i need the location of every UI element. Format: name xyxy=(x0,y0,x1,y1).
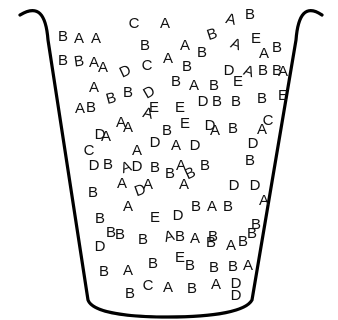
letter-c: C xyxy=(142,57,153,74)
letter-a: A xyxy=(211,276,221,293)
letter-a: A xyxy=(123,262,133,279)
letter-b: B xyxy=(258,62,268,79)
letter-d: D xyxy=(150,134,161,151)
letter-b: B xyxy=(182,58,192,75)
letter-a: A xyxy=(75,100,85,117)
letter-d: D xyxy=(231,287,242,304)
letter-e: E xyxy=(175,249,185,266)
letter-b: B xyxy=(212,93,222,110)
letter-a: A xyxy=(143,176,153,193)
letter-b: B xyxy=(125,285,135,302)
letter-b: B xyxy=(138,231,148,248)
letter-a: A xyxy=(89,79,99,96)
letter-b: B xyxy=(171,73,181,90)
letter-a: A xyxy=(259,192,269,209)
letter-a: A xyxy=(98,59,108,76)
letter-a: A xyxy=(123,119,133,136)
letter-a: A xyxy=(101,128,111,145)
letter-a: A xyxy=(257,121,267,138)
letter-b: B xyxy=(205,25,220,44)
letter-a: A xyxy=(179,176,189,193)
letter-a: A xyxy=(163,279,173,296)
letter-d: D xyxy=(229,177,240,194)
letter-e: E xyxy=(149,99,159,116)
letter-e: E xyxy=(175,99,185,116)
letter-b: B xyxy=(245,152,255,169)
letter-b: B xyxy=(103,156,113,173)
letter-a: A xyxy=(259,45,269,62)
letter-b: B xyxy=(231,93,241,110)
letter-b: B xyxy=(272,39,282,56)
letter-c: C xyxy=(143,277,154,294)
letter-b: B xyxy=(228,258,238,275)
letter-b: B xyxy=(148,255,158,272)
letter-e: E xyxy=(150,209,160,226)
letter-b: B xyxy=(200,157,210,174)
letter-d: D xyxy=(190,137,201,154)
letter-b: B xyxy=(228,120,238,137)
letter-c: C xyxy=(129,15,140,32)
letter-b: B xyxy=(88,184,98,201)
letter-d: D xyxy=(248,135,259,152)
letter-d: D xyxy=(117,61,134,81)
letter-a: A xyxy=(74,30,84,47)
letter-d: D xyxy=(95,238,106,255)
letter-a: A xyxy=(190,230,200,247)
letter-a: A xyxy=(207,198,217,215)
letter-d: D xyxy=(89,157,100,174)
letter-a: A xyxy=(241,62,256,81)
letter-b: B xyxy=(86,99,96,116)
letter-b: B xyxy=(223,198,233,215)
letter-a: A xyxy=(228,35,243,54)
letter-a: A xyxy=(160,15,170,32)
letters-group: BAACAABBBBAABAEABBADCABBDABAABADBEBABBAE… xyxy=(58,6,288,304)
letter-a: A xyxy=(226,237,236,254)
letter-b: B xyxy=(185,257,195,274)
letter-a: A xyxy=(132,142,142,159)
letter-b: B xyxy=(206,234,216,251)
letter-e: E xyxy=(278,87,288,104)
letter-a: A xyxy=(210,122,220,139)
letter-d: D xyxy=(173,207,184,224)
letter-b: B xyxy=(58,52,68,69)
letter-b: B xyxy=(251,216,261,233)
letter-b: B xyxy=(187,280,197,297)
letter-b: B xyxy=(257,90,267,107)
letter-a: A xyxy=(171,137,181,154)
letter-e: E xyxy=(233,73,243,90)
letter-a: A xyxy=(123,198,133,215)
letter-a: A xyxy=(189,77,199,94)
letter-e: E xyxy=(180,115,190,132)
letter-b: B xyxy=(150,159,160,176)
letter-a: A xyxy=(117,175,127,192)
letter-b: B xyxy=(73,52,85,70)
letter-b: B xyxy=(99,263,109,280)
letter-a: A xyxy=(224,10,237,29)
letter-b: B xyxy=(209,259,219,276)
letter-a: A xyxy=(243,257,253,274)
letter-b: B xyxy=(209,77,219,94)
letter-a: A xyxy=(180,37,190,54)
letter-b: B xyxy=(123,84,133,101)
letter-b: B xyxy=(175,228,185,245)
letter-a: A xyxy=(278,63,288,80)
letter-b: B xyxy=(165,165,175,182)
letter-d: D xyxy=(132,158,143,175)
letter-b: B xyxy=(197,44,207,61)
letter-b: B xyxy=(245,6,255,23)
letter-b: B xyxy=(95,210,105,227)
letter-d: D xyxy=(198,93,209,110)
letter-a: A xyxy=(163,50,173,67)
letter-b: B xyxy=(104,89,118,108)
letter-b: B xyxy=(140,37,150,54)
letter-b: B xyxy=(191,198,201,215)
letter-b: B xyxy=(58,28,68,45)
letter-b: B xyxy=(115,226,125,243)
letter-a: A xyxy=(91,30,101,47)
